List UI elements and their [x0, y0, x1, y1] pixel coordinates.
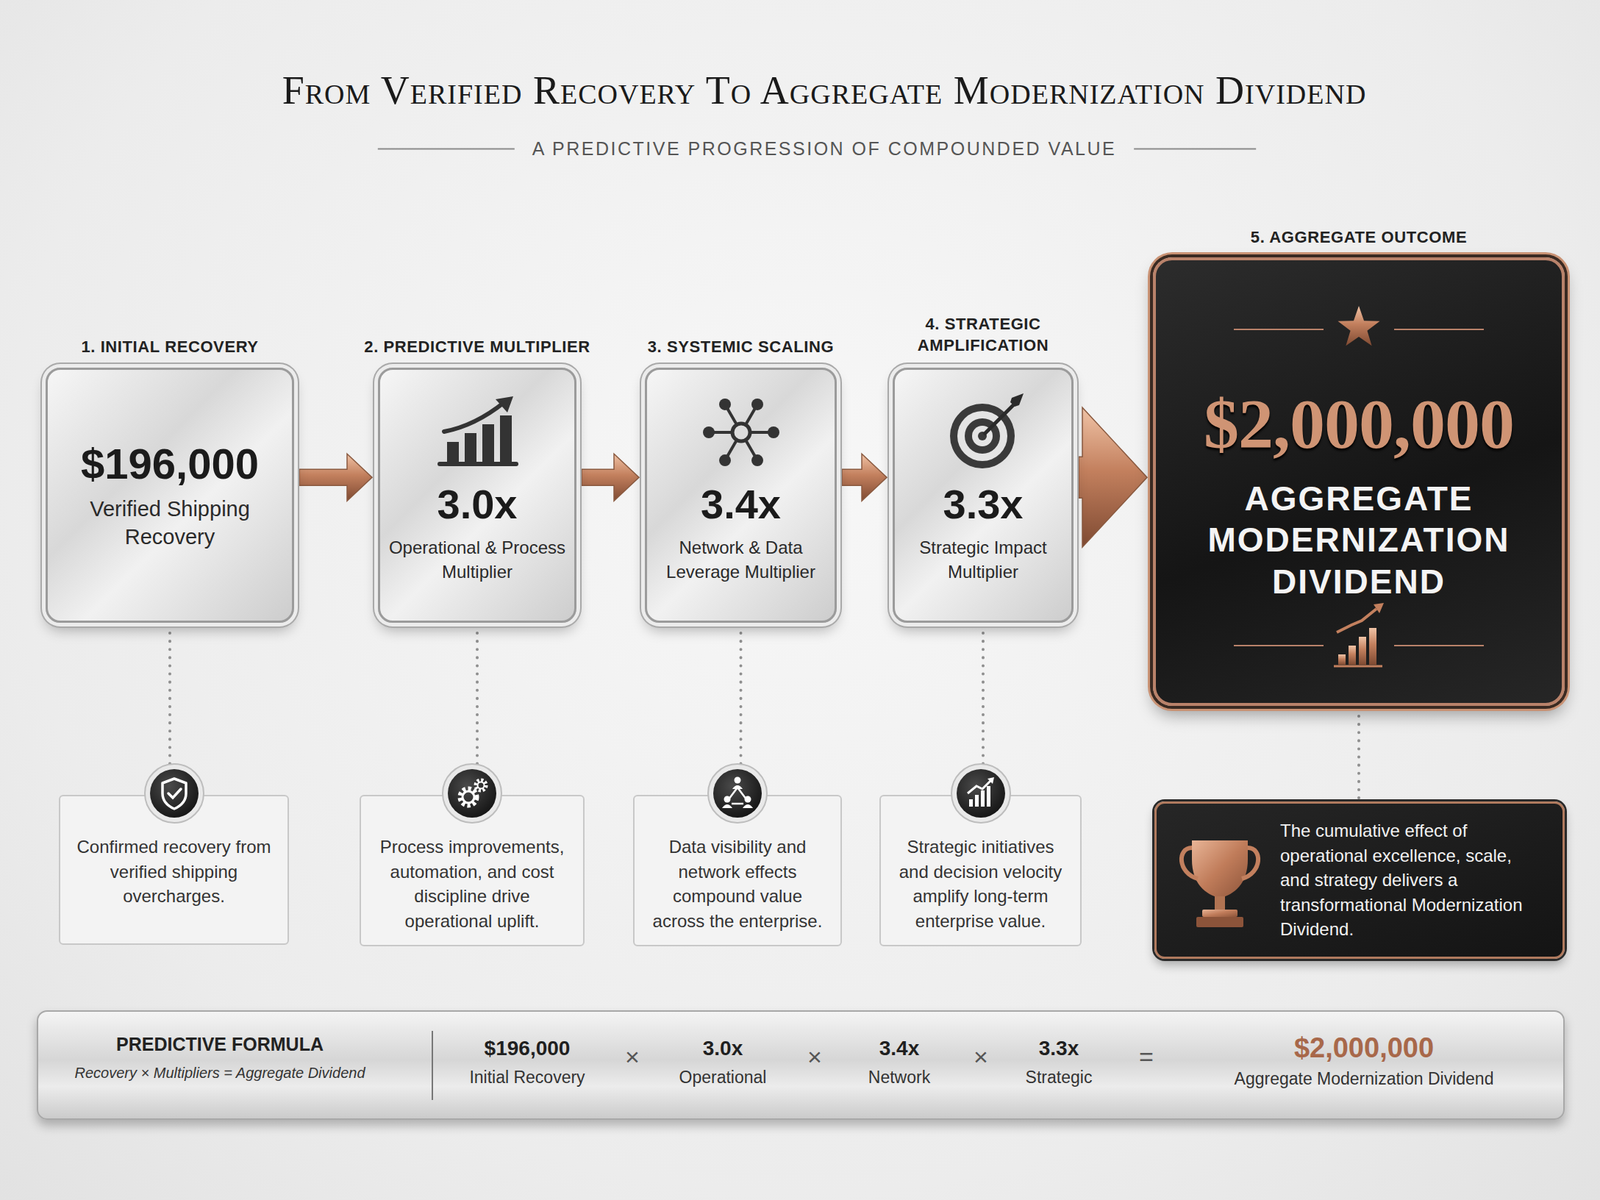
- formula-term: $196,000: [484, 1036, 571, 1061]
- value-text: $2,000,000: [1203, 383, 1514, 465]
- shield-icon: [143, 762, 206, 825]
- formula-term: ×: [625, 1042, 640, 1072]
- step-heading: 3. SYSTEMIC SCALING: [647, 337, 834, 357]
- value-text: $196,000: [80, 438, 259, 489]
- description-box: Strategic initiatives and decision veloc…: [879, 794, 1082, 947]
- body-text: Data visibility and network effects comp…: [644, 834, 831, 934]
- formula-term: Initial Recovery: [469, 1067, 585, 1088]
- target-icon: [941, 391, 1027, 473]
- formula-term: Aggregate Modernization Dividend: [1234, 1069, 1495, 1089]
- gear-icon: [441, 762, 503, 825]
- body-text: Process improvements, automation, and co…: [374, 834, 570, 934]
- trophy-icon: [1175, 830, 1264, 931]
- value-box: 1. INITIAL RECOVERY$196,000Verified Ship…: [45, 367, 295, 623]
- summary-box: The cumulative effect of operational exc…: [1154, 801, 1565, 959]
- multiplier-box: 2. PREDICTIVE MULTIPLIER3.0xOperational …: [377, 367, 577, 623]
- formula-term: 3.3x: [1038, 1036, 1080, 1061]
- formula-term: =: [1138, 1042, 1154, 1072]
- step-heading: 1. INITIAL RECOVERY: [80, 337, 259, 357]
- description-box: Data visibility and network effects comp…: [633, 794, 842, 947]
- description-box: Confirmed recovery from verified shippin…: [58, 794, 289, 945]
- body-text: Verified Shipping Recovery: [70, 495, 270, 551]
- formula-bar: PREDICTIVE FORMULA Recovery × Multipliers…: [36, 1010, 1565, 1120]
- formula-term: Recovery × Multipliers = Aggregate Divid…: [74, 1064, 365, 1082]
- body-text: Confirmed recovery from verified shippin…: [73, 834, 275, 909]
- formula-term: 3.0x: [702, 1036, 744, 1061]
- body-text: Strategic initiatives and decision veloc…: [891, 834, 1070, 934]
- value-text: 3.0x: [437, 480, 518, 528]
- network-people-icon: [706, 762, 769, 825]
- divider: [430, 1030, 434, 1100]
- formula-term: PREDICTIVE FORMULA: [116, 1033, 324, 1056]
- step-heading: 2. PREDICTIVE MULTIPLIER: [363, 337, 590, 357]
- diagram-title: From Verified Recovery To Aggregate Mode…: [88, 67, 1560, 114]
- outcome-box: 5. AGGREGATE OUTCOME$2,000,000AGGREGATE …: [1152, 257, 1565, 706]
- formula-term: Strategic: [1025, 1067, 1093, 1088]
- network-icon: [697, 391, 786, 473]
- formula-term: ×: [973, 1042, 989, 1072]
- formula-term: $2,000,000: [1294, 1032, 1434, 1064]
- step-heading: 5. AGGREGATE OUTCOME: [1250, 227, 1467, 248]
- formula-term: 3.4x: [879, 1036, 920, 1061]
- rule-line: [377, 148, 515, 150]
- value-text: 3.3x: [943, 480, 1024, 528]
- leader-line: [1357, 716, 1361, 802]
- step-heading: 4. STRATEGIC AMPLIFICATION: [872, 313, 1094, 357]
- chart-icon: [433, 393, 523, 472]
- flow-arrow: [841, 453, 887, 501]
- multiplier-box: 3. SYSTEMIC SCALING3.4xNetwork & Data Le…: [644, 367, 837, 623]
- subtitle: A PREDICTIVE PROGRESSION OF COMPOUNDED V…: [532, 138, 1117, 160]
- formula-term: ×: [807, 1042, 823, 1072]
- body-text: Network & Data Leverage Multiplier: [654, 535, 828, 584]
- flow-arrow: [1078, 407, 1148, 548]
- formula-term: Operational: [679, 1067, 767, 1088]
- multiplier-box: 4. STRATEGIC AMPLIFICATION3.3xStrategic …: [892, 367, 1074, 623]
- body-text: Operational & Process Multiplier: [387, 535, 567, 584]
- value-text: 3.4x: [700, 480, 781, 528]
- formula-term: Network: [868, 1067, 931, 1088]
- body-text: The cumulative effect of operational exc…: [1280, 818, 1545, 942]
- body-text: AGGREGATE MODERNIZATION DIVIDEND: [1186, 477, 1532, 602]
- flow-arrow: [299, 453, 373, 501]
- growth-icon: [950, 762, 1012, 825]
- description-box: Process improvements, automation, and co…: [359, 794, 585, 947]
- flow-arrow: [581, 453, 639, 501]
- body-text: Strategic Impact Multiplier: [902, 535, 1064, 584]
- rule-line: [1133, 148, 1256, 150]
